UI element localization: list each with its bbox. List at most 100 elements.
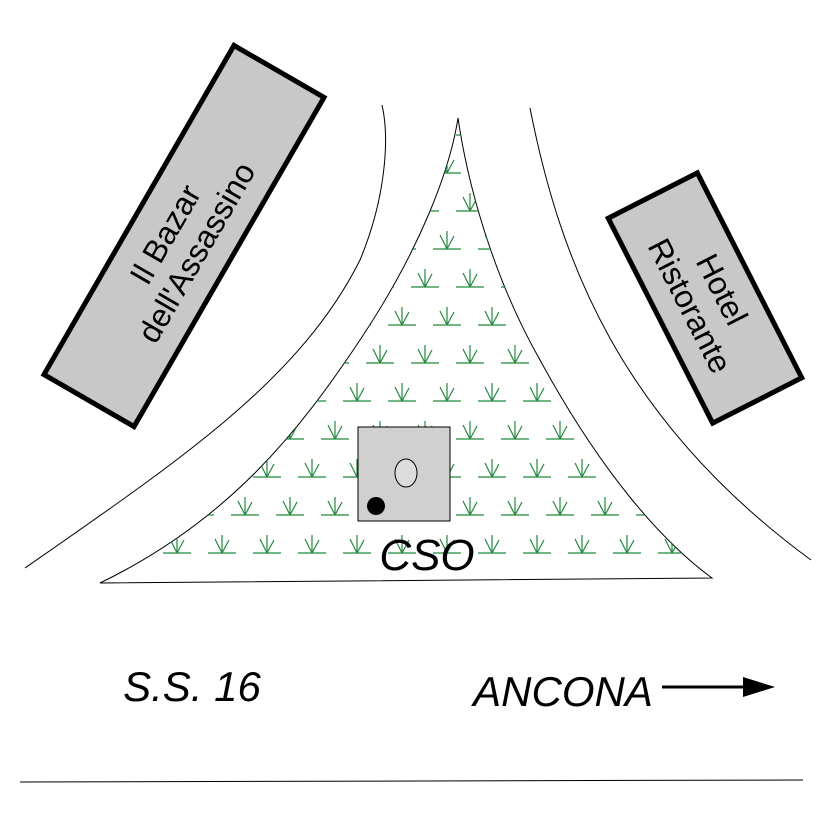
grass-tuft [388, 307, 416, 326]
grass-tuft [546, 345, 574, 364]
hotel-building: Hotel Ristorante [604, 169, 806, 427]
direction-label: ANCONA [470, 668, 653, 715]
grass-tuft [118, 535, 146, 554]
grass-tuft [568, 307, 596, 326]
grass-tuft [681, 497, 709, 516]
road-edge-left [24, 104, 386, 569]
grass-tuft [636, 345, 664, 364]
arrow-right-icon [662, 677, 775, 697]
grass-tuft [703, 538, 712, 554]
black-dot-icon [367, 497, 385, 515]
grass-tuft [523, 383, 551, 402]
grass-tuft [613, 155, 641, 174]
grass-tuft [100, 421, 124, 440]
grass-tuft [118, 155, 146, 174]
grass-tuft [658, 383, 686, 402]
grass-tuft [591, 269, 619, 288]
grass-tuft [568, 459, 596, 478]
grass-tuft [568, 535, 596, 554]
grass-tuft [253, 535, 281, 554]
cso-label: CSO [379, 531, 474, 580]
grass-tuft [208, 535, 236, 554]
grass-tuft [501, 269, 529, 288]
grass-tuft [208, 307, 236, 326]
grass-tuft [591, 497, 619, 516]
grass-tuft [523, 535, 551, 554]
grass-tuft [186, 421, 214, 440]
grass-tuft [298, 231, 326, 250]
grass-tuft [568, 383, 596, 402]
grass-tuft [613, 535, 641, 554]
grass-tuft [321, 421, 349, 440]
grass-tuft [276, 269, 304, 288]
grass-tuft [546, 193, 574, 212]
grass-tuft [231, 421, 259, 440]
grass-tuft [501, 421, 529, 440]
grass-tuft [613, 307, 641, 326]
grass-tuft [388, 155, 416, 174]
grass-tuft [208, 383, 236, 402]
grass-tuft [141, 497, 169, 516]
grass-tuft [298, 535, 326, 554]
grass-tuft [501, 118, 529, 136]
road-edge-right [529, 107, 812, 561]
grass-tuft [231, 497, 259, 516]
grass-tuft [231, 269, 259, 288]
grass-tuft [186, 345, 214, 364]
grass-tuft [343, 307, 371, 326]
grass-tuft [253, 231, 281, 250]
grass-tuft [501, 345, 529, 364]
grass-tuft [186, 497, 214, 516]
triangle-green-area [99, 117, 714, 584]
grass-tuft [523, 231, 551, 250]
grass-tuft [546, 269, 574, 288]
grass-tuft [366, 269, 394, 288]
road-label: S.S. 16 [123, 663, 261, 710]
grass-tuft [613, 383, 641, 402]
grass-tuft [276, 497, 304, 516]
grass-tuft [343, 231, 371, 250]
grass-tuft [343, 155, 371, 174]
grass-tuft [388, 231, 416, 250]
ellipse-icon [394, 458, 418, 488]
grass-tuft [298, 307, 326, 326]
grass-tuft [613, 459, 641, 478]
grass-tuft [321, 345, 349, 364]
grass-tuft [636, 118, 664, 136]
grass-tuft [321, 193, 349, 212]
grass-tuft [411, 118, 439, 136]
grass-tuft [321, 118, 349, 136]
grass-tuft [231, 345, 259, 364]
grass-tuft [703, 462, 712, 478]
grass-tuft [591, 118, 619, 136]
grass-tuft [433, 383, 461, 402]
grass-tuft [636, 421, 664, 440]
grass-tuft [478, 155, 506, 174]
grass-tuft [523, 459, 551, 478]
grass-tuft [433, 535, 461, 554]
grass-tuft [298, 459, 326, 478]
bazar-building: Il Bazar dell'Assassino [40, 42, 328, 430]
grass-tuft [546, 118, 574, 136]
grass-tuft [456, 497, 484, 516]
grass-tuft [478, 459, 506, 478]
grass-tuft [411, 269, 439, 288]
grass-tuft [163, 459, 191, 478]
grass-tuft [388, 535, 416, 554]
grass-tuft [321, 269, 349, 288]
grass-tuft [411, 345, 439, 364]
grass-tuft [321, 497, 349, 516]
grass-tuft [456, 345, 484, 364]
grass-tuft [456, 269, 484, 288]
grass-tuft [703, 158, 712, 174]
grass-tuft [478, 383, 506, 402]
grass-tuft [100, 118, 124, 136]
grass-tuft [163, 383, 191, 402]
grass-tuft [208, 459, 236, 478]
grass-tuft [501, 497, 529, 516]
grass-tuft [456, 421, 484, 440]
grass-tuft [388, 383, 416, 402]
grass-tuft [343, 383, 371, 402]
grass-tuft [681, 421, 709, 440]
